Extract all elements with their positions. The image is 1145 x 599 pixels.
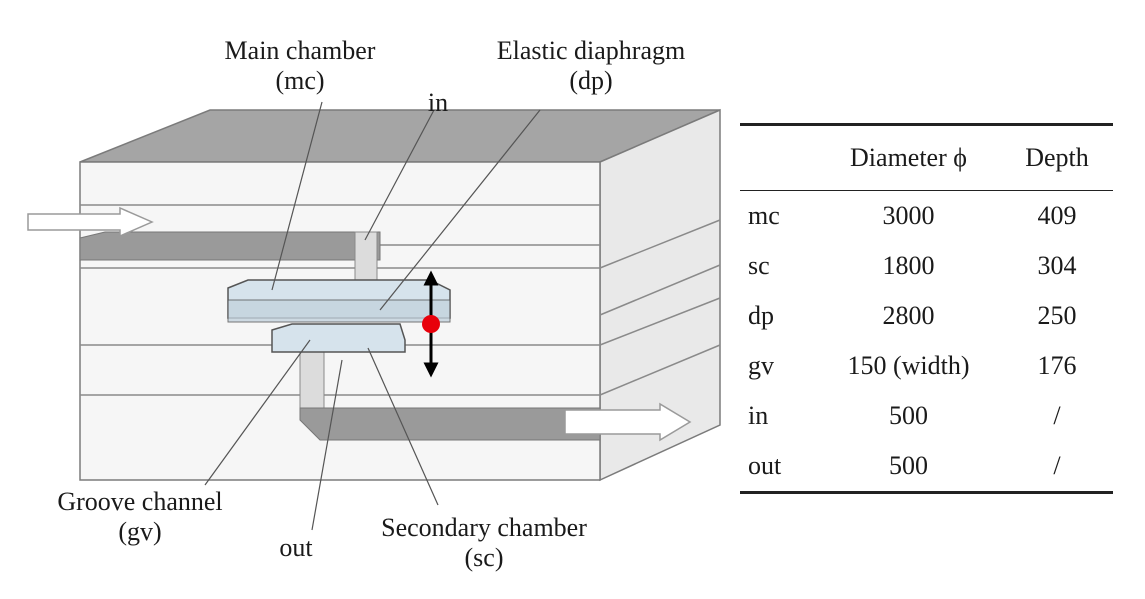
row-label: out <box>748 451 782 480</box>
label-secondary-chamber-text: Secondary chamber <box>381 513 587 542</box>
measurement-point <box>422 315 440 333</box>
outlet-via <box>299 349 325 411</box>
label-main-chamber-abbr: (mc) <box>275 66 325 95</box>
table-row: in 500 / <box>740 391 1113 441</box>
label-main-chamber-text: Main chamber <box>224 36 376 65</box>
table-row: sc 1800 304 <box>740 241 1113 291</box>
table-row: dp 2800 250 <box>740 291 1113 341</box>
header-depth: Depth <box>1025 143 1089 172</box>
row-diameter: 500 <box>889 401 928 430</box>
table-row: out 500 / <box>740 441 1113 493</box>
row-label: dp <box>748 301 774 330</box>
label-main-chamber: Main chamber (mc) <box>225 36 376 96</box>
side-layer-lines <box>599 219 721 396</box>
header-diameter: Diameter ϕ <box>850 143 967 172</box>
label-groove-channel-abbr: (gv) <box>118 517 162 546</box>
row-depth: 304 <box>1037 251 1077 280</box>
inlet-channel <box>79 231 381 261</box>
header-label <box>740 125 816 191</box>
label-elastic-diaphragm-text: Elastic diaphragm <box>496 36 686 65</box>
label-groove-channel: Groove channel (gv) <box>57 487 222 547</box>
row-depth: / <box>1053 401 1061 430</box>
label-secondary-chamber-abbr: (sc) <box>464 543 504 572</box>
table-header-row: Diameter ϕ Depth <box>740 124 1113 191</box>
secondary-chamber <box>271 323 406 353</box>
label-groove-channel-text: Groove channel <box>57 487 223 516</box>
row-diameter: 150 (width) <box>847 351 970 380</box>
device-cross-section-diagram <box>27 101 721 531</box>
row-label: mc <box>748 201 780 230</box>
row-depth: 409 <box>1037 201 1077 230</box>
outlet-flow-arrow <box>564 402 692 442</box>
elastic-diaphragm <box>227 299 451 323</box>
label-inlet: in <box>427 88 449 117</box>
row-diameter: 1800 <box>882 251 935 280</box>
row-label: sc <box>748 251 770 280</box>
outlet-channel <box>299 407 601 441</box>
row-depth: 250 <box>1037 301 1077 330</box>
row-diameter: 2800 <box>882 301 935 330</box>
label-secondary-chamber: Secondary chamber (sc) <box>381 513 587 573</box>
table-row: mc 3000 409 <box>740 191 1113 242</box>
row-label: in <box>748 401 769 430</box>
inlet-flow-arrow <box>27 206 154 238</box>
row-diameter: 500 <box>889 451 928 480</box>
table-row: gv 150 (width) 176 <box>740 341 1113 391</box>
row-depth: / <box>1053 451 1061 480</box>
row-label: gv <box>748 351 774 380</box>
row-diameter: 3000 <box>882 201 935 230</box>
label-outlet: out <box>279 533 313 562</box>
dimensions-table: Diameter ϕ Depth mc 3000 409 sc 1800 304… <box>740 123 1113 494</box>
leader-lines <box>204 101 541 531</box>
label-elastic-diaphragm: Elastic diaphragm (dp) <box>497 36 685 96</box>
row-depth: 176 <box>1037 351 1077 380</box>
label-elastic-diaphragm-abbr: (dp) <box>569 66 613 95</box>
